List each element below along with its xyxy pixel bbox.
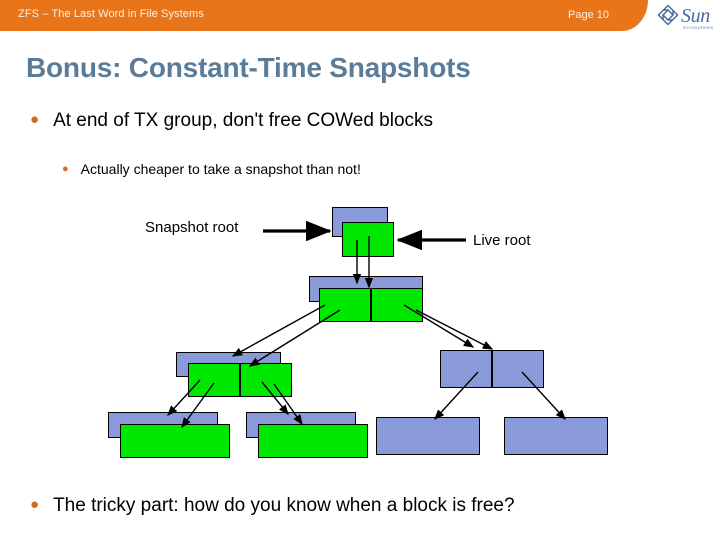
header-bar — [0, 0, 648, 31]
sun-tagline: microsystems — [683, 25, 714, 30]
block-l1-live-right — [371, 288, 423, 322]
block-root-live — [342, 222, 394, 257]
header-deck-title: ZFS – The Last Word in File Systems — [18, 8, 204, 20]
bullet-text: The tricky part: how do you know when a … — [53, 495, 515, 516]
bullet-marker-icon: ● — [30, 496, 40, 513]
block-l2b-snapshot-left — [440, 350, 492, 388]
sun-diamond-icon — [657, 4, 679, 26]
bullet-marker-icon: ● — [30, 111, 40, 128]
label-live-root: Live root — [473, 232, 531, 249]
block-l2a-live-right — [240, 363, 292, 397]
block-l1-live-left — [319, 288, 371, 322]
bullet-text: Actually cheaper to take a snapshot than… — [80, 161, 361, 177]
block-leaf3-snapshot — [376, 417, 480, 455]
block-l2a-live-left — [188, 363, 240, 397]
block-leaf1-live — [120, 424, 230, 458]
bullet-marker-icon: ● — [62, 163, 69, 175]
page-number: Page 10 — [568, 9, 609, 21]
bullet-text: At end of TX group, don't free COWed blo… — [53, 110, 434, 131]
bullet-item-3: ● The tricky part: how do you know when a… — [30, 495, 515, 517]
sun-wordmark: Sun — [681, 5, 710, 27]
page-title: Bonus: Constant-Time Snapshots — [26, 52, 471, 83]
block-leaf2-live — [258, 424, 368, 458]
block-leaf4-snapshot — [504, 417, 608, 455]
bullet-item-2: ● Actually cheaper to take a snapshot tha… — [62, 161, 361, 177]
label-snapshot-root: Snapshot root — [145, 219, 239, 236]
edge-l1-to-l2a-1 — [231, 304, 326, 357]
edge-l1-to-l2b-2 — [415, 309, 494, 350]
block-l2b-snapshot-right — [492, 350, 544, 388]
bullet-item-1: ● At end of TX group, don't free COWed bl… — [30, 110, 433, 132]
sun-microsystems-logo: Sun microsystems — [657, 4, 723, 36]
